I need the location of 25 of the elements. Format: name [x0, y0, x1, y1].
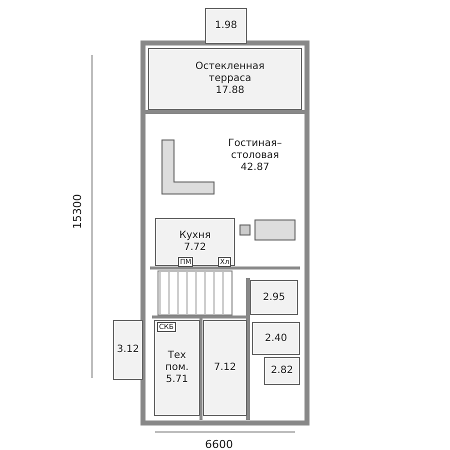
room-area-value: 42.87 [240, 162, 270, 174]
room-area [113, 320, 143, 380]
room-area-value: 7.72 [184, 242, 206, 254]
room-name: Остекленная терраса [194, 61, 266, 85]
room-area [148, 48, 302, 110]
room-area [264, 357, 300, 385]
room-name: Тех пом. [164, 350, 190, 374]
room-area-value: 1.98 [214, 20, 238, 32]
room-area [205, 8, 247, 44]
room-area-value: 5.71 [166, 374, 188, 386]
room-name: Кухня [179, 230, 211, 242]
room-area-value: 3.12 [116, 344, 140, 356]
room-area-value: 17.88 [216, 85, 244, 97]
room-area-value: 2.82 [270, 365, 294, 377]
room-area [250, 280, 298, 315]
room-area [154, 320, 200, 416]
room-name: Гостиная–столовая [227, 138, 283, 162]
room-area [252, 322, 300, 355]
room-area-value: 2.40 [264, 332, 288, 344]
room-area-value: 7.12 [214, 362, 236, 374]
room-area [203, 320, 247, 416]
room-area [155, 218, 235, 266]
room-area-value: 2.95 [262, 292, 286, 304]
dimension-value: 6600 [205, 438, 233, 450]
dimension-value: 15300 [71, 194, 84, 229]
